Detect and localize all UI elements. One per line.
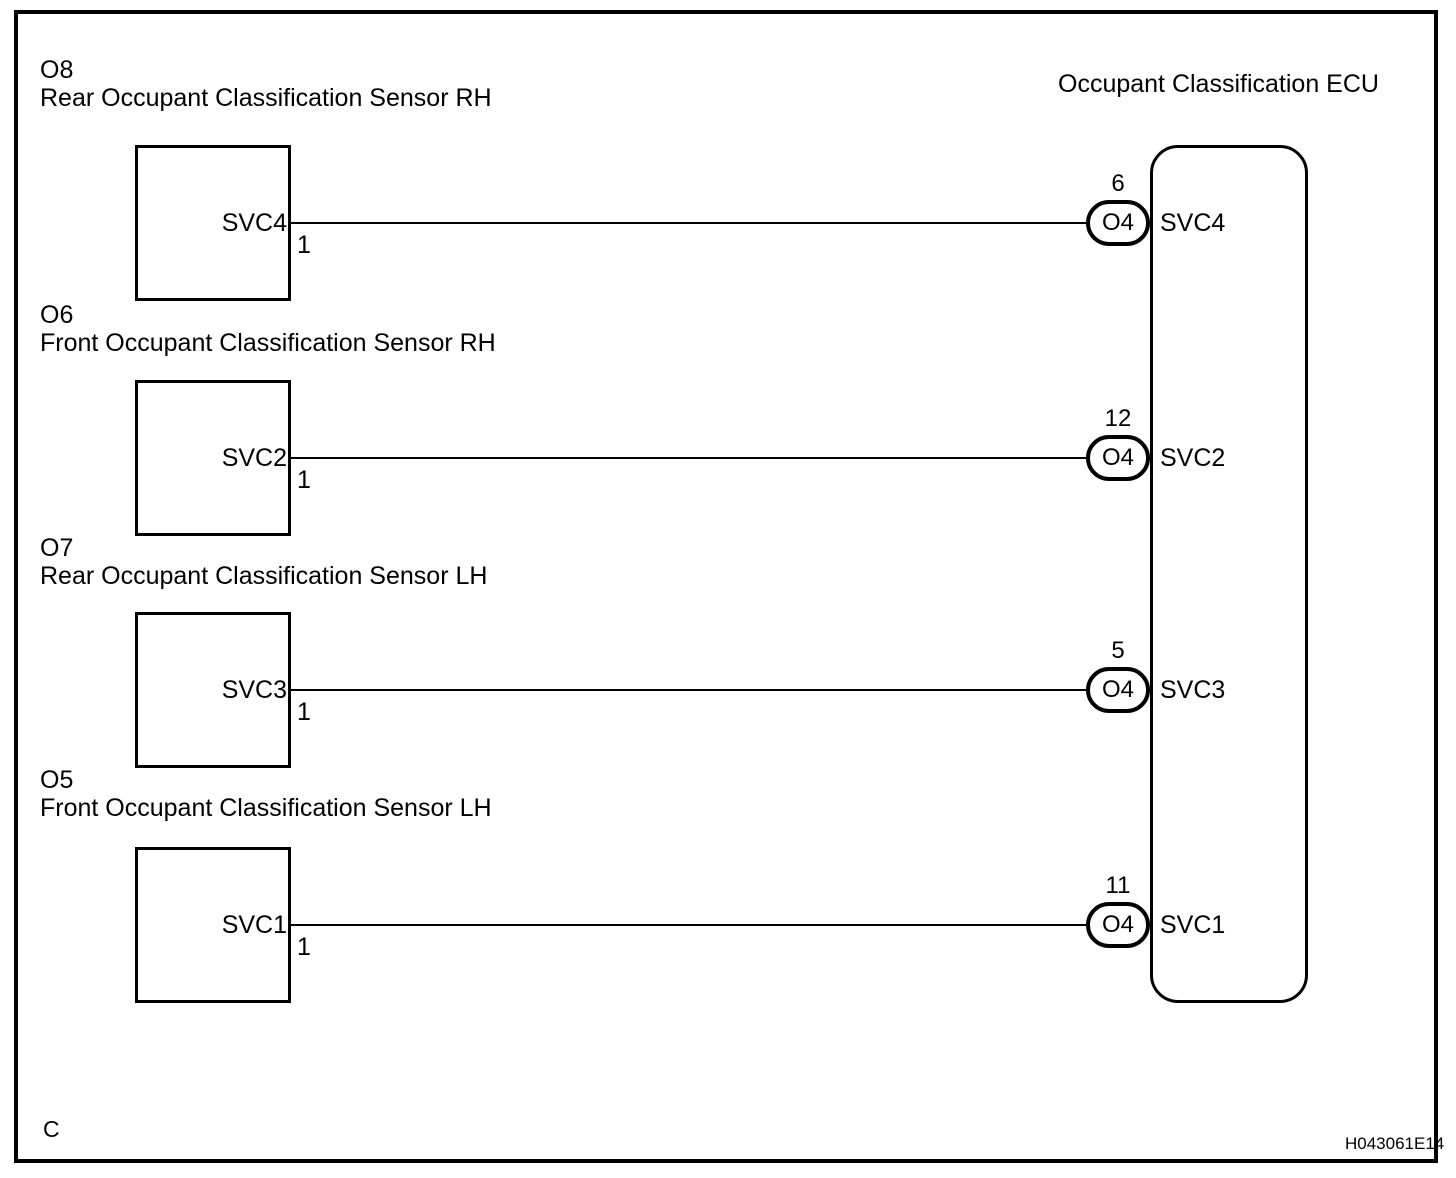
sensor-terminal-label: SVC3 [221,676,287,704]
ecu-box [1150,145,1308,1003]
sensor-terminal-label: SVC2 [221,444,287,472]
connector-code: O4 [1101,676,1134,703]
ecu-connector-oval: O4 [1086,902,1150,948]
wire [291,222,1088,224]
sensor-pin-label: 1 [297,231,311,259]
sensor-section-label: O6 Front Occupant Classification Sensor … [40,301,496,357]
sensor-code: O5 [40,766,74,794]
ecu-title: Occupant Classification ECU [1058,70,1379,98]
sensor-name: Front Occupant Classification Sensor RH [40,329,496,357]
ecu-terminal-label: SVC2 [1160,444,1226,472]
footer-section-letter: C [43,1116,60,1142]
ecu-terminal-label: SVC4 [1160,209,1226,237]
ecu-connector-oval: O4 [1086,435,1150,481]
connector-code: O4 [1101,209,1134,236]
sensor-code: O6 [40,301,74,329]
sensor-terminal-label: SVC4 [221,209,287,237]
ecu-terminal-label: SVC1 [1160,911,1226,939]
ecu-pin-number: 6 [1111,170,1125,197]
sensor-pin-label: 1 [297,466,311,494]
sensor-box [135,847,291,1003]
ecu-connector-oval: O4 [1086,200,1150,246]
sensor-code: O7 [40,534,74,562]
connector-code: O4 [1101,911,1134,938]
ecu-pin-number: 12 [1104,405,1132,432]
sensor-terminal-label: SVC1 [221,911,287,939]
wire [291,689,1088,691]
wire [291,924,1088,926]
ecu-connector-oval: O4 [1086,667,1150,713]
sensor-pin-label: 1 [297,933,311,961]
figure-code: H043061E14 [1345,1134,1445,1153]
sensor-name: Rear Occupant Classification Sensor RH [40,84,492,112]
sensor-section-label: O5 Front Occupant Classification Sensor … [40,766,492,822]
sensor-box [135,145,291,301]
connector-code: O4 [1101,444,1134,471]
sensor-section-label: O7 Rear Occupant Classification Sensor L… [40,534,487,590]
sensor-pin-label: 1 [297,698,311,726]
ecu-pin-number: 5 [1111,637,1125,664]
sensor-section-label: O8 Rear Occupant Classification Sensor R… [40,56,492,112]
sensor-code: O8 [40,56,74,84]
wire [291,457,1088,459]
ecu-terminal-label: SVC3 [1160,676,1226,704]
sensor-name: Front Occupant Classification Sensor LH [40,794,492,822]
sensor-box [135,380,291,536]
sensor-name: Rear Occupant Classification Sensor LH [40,562,488,590]
ecu-pin-number: 11 [1105,872,1131,899]
sensor-box [135,612,291,768]
